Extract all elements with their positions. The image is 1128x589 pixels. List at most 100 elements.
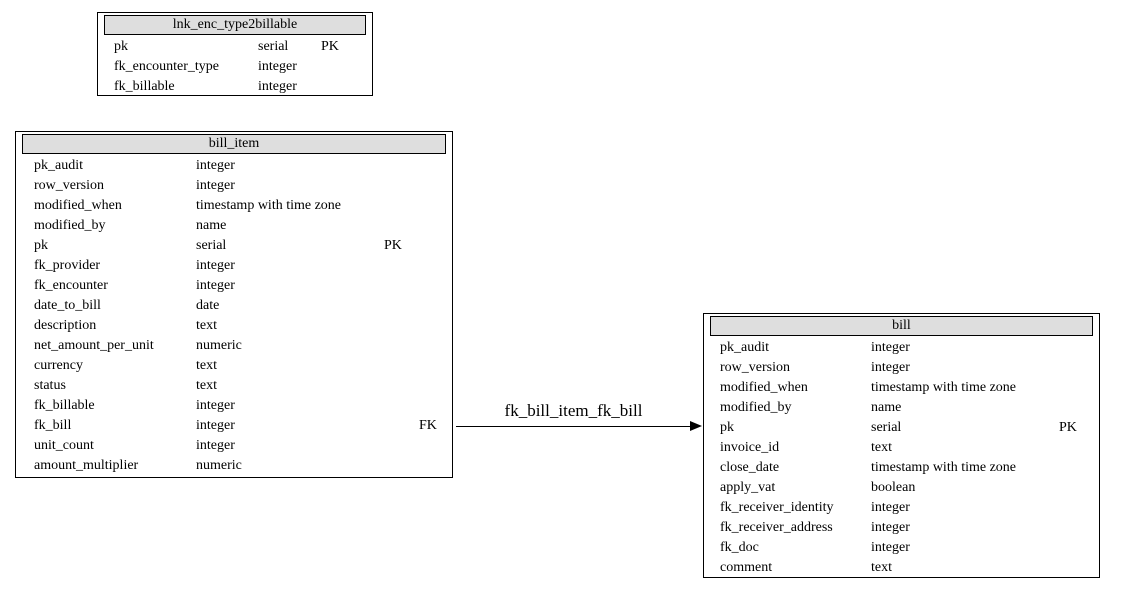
- column-name: invoice_id: [720, 440, 780, 455]
- table-row: fk_receiver_address integer: [704, 518, 1099, 538]
- column-name: modified_when: [720, 380, 808, 395]
- pk-flag: PK: [1059, 420, 1077, 435]
- table-lnk-enc-type2billable: lnk_enc_type2billable pk serial PK fk_encou…: [97, 12, 373, 96]
- column-name: row_version: [720, 360, 790, 375]
- table-row: fk_billable integer: [98, 77, 372, 97]
- column-type: integer: [258, 59, 297, 74]
- column-type: timestamp with time zone: [196, 198, 342, 213]
- column-name: fk_doc: [720, 540, 759, 555]
- column-type: integer: [871, 520, 910, 535]
- column-type: serial: [196, 238, 227, 253]
- table-row: modified_when timestamp with time zone: [16, 196, 452, 216]
- relationship-label: fk_bill_item_fk_bill: [504, 401, 643, 420]
- column-type: text: [196, 358, 217, 373]
- column-name: fk_bill: [34, 418, 72, 433]
- column-name: comment: [720, 560, 773, 575]
- column-type: name: [196, 218, 227, 233]
- table-row: pk_audit integer: [16, 156, 452, 176]
- column-type: integer: [871, 500, 910, 515]
- pk-flag: PK: [384, 238, 402, 253]
- table-row: description text: [16, 316, 452, 336]
- table-row: row_version integer: [704, 358, 1099, 378]
- column-type: integer: [871, 360, 910, 375]
- table-row: fk_receiver_identity integer: [704, 498, 1099, 518]
- column-name: modified_by: [34, 218, 106, 233]
- pk-flag: PK: [321, 39, 339, 54]
- column-name: pk: [114, 39, 128, 54]
- column-type: timestamp with time zone: [871, 380, 1017, 395]
- column-type: text: [871, 560, 892, 575]
- column-name: net_amount_per_unit: [34, 338, 154, 353]
- table-row: net_amount_per_unit numeric: [16, 336, 452, 356]
- table-row: invoice_id text: [704, 438, 1099, 458]
- arrowhead-icon: [690, 421, 702, 431]
- column-type: serial: [258, 39, 289, 54]
- table-row: fk_encounter integer: [16, 276, 452, 296]
- column-name: fk_receiver_address: [720, 520, 833, 535]
- column-name: fk_encounter_type: [114, 59, 219, 74]
- table-row: pk serial PK: [704, 418, 1099, 438]
- column-name: fk_billable: [114, 79, 175, 94]
- table-row: currency text: [16, 356, 452, 376]
- column-name: description: [34, 318, 97, 333]
- table-row: apply_vat boolean: [704, 478, 1099, 498]
- column-type: serial: [871, 420, 902, 435]
- column-type: integer: [871, 340, 910, 355]
- column-type: numeric: [196, 338, 242, 353]
- fk-flag: FK: [419, 418, 437, 433]
- column-type: text: [196, 378, 217, 393]
- column-type: numeric: [196, 458, 242, 473]
- column-type: integer: [258, 79, 297, 94]
- column-name: status: [34, 378, 66, 393]
- table-row: fk_provider integer: [16, 256, 452, 276]
- column-type: text: [196, 318, 217, 333]
- column-name: fk_encounter: [34, 278, 108, 293]
- column-type: boolean: [871, 480, 916, 495]
- column-name: fk_receiver_identity: [720, 500, 834, 515]
- table-row: close_date timestamp with time zone: [704, 458, 1099, 478]
- table-title: bill_item: [22, 134, 446, 154]
- table-row: pk serial PK: [16, 236, 452, 256]
- table-row: status text: [16, 376, 452, 396]
- column-name: close_date: [720, 460, 780, 475]
- table-title: lnk_enc_type2billable: [104, 15, 366, 35]
- column-name: modified_by: [720, 400, 792, 415]
- table-row: fk_bill integer FK: [16, 416, 452, 436]
- column-name: pk_audit: [720, 340, 769, 355]
- column-type: date: [196, 298, 220, 313]
- column-name: pk_audit: [34, 158, 83, 173]
- table-row: pk_audit integer: [704, 338, 1099, 358]
- column-name: pk: [34, 238, 48, 253]
- column-type: text: [871, 440, 892, 455]
- column-type: integer: [196, 258, 235, 273]
- column-type: name: [871, 400, 902, 415]
- column-name: fk_provider: [34, 258, 101, 273]
- column-name: pk: [720, 420, 734, 435]
- column-name: currency: [34, 358, 83, 373]
- column-type: integer: [196, 278, 235, 293]
- table-row: modified_when timestamp with time zone: [704, 378, 1099, 398]
- column-name: row_version: [34, 178, 104, 193]
- table-title: bill: [710, 316, 1093, 336]
- column-name: modified_when: [34, 198, 122, 213]
- column-type: integer: [196, 418, 235, 433]
- column-name: apply_vat: [720, 480, 776, 495]
- table-row: date_to_bill date: [16, 296, 452, 316]
- column-type: timestamp with time zone: [871, 460, 1017, 475]
- table-row: modified_by name: [16, 216, 452, 236]
- column-name: date_to_bill: [34, 298, 101, 313]
- table-row: unit_count integer: [16, 436, 452, 456]
- table-row: modified_by name: [704, 398, 1099, 418]
- column-type: integer: [196, 178, 235, 193]
- table-row: row_version integer: [16, 176, 452, 196]
- relationship-line: [456, 426, 691, 427]
- column-name: unit_count: [34, 438, 94, 453]
- table-row: pk serial PK: [98, 37, 372, 57]
- column-type: integer: [196, 158, 235, 173]
- column-type: integer: [196, 438, 235, 453]
